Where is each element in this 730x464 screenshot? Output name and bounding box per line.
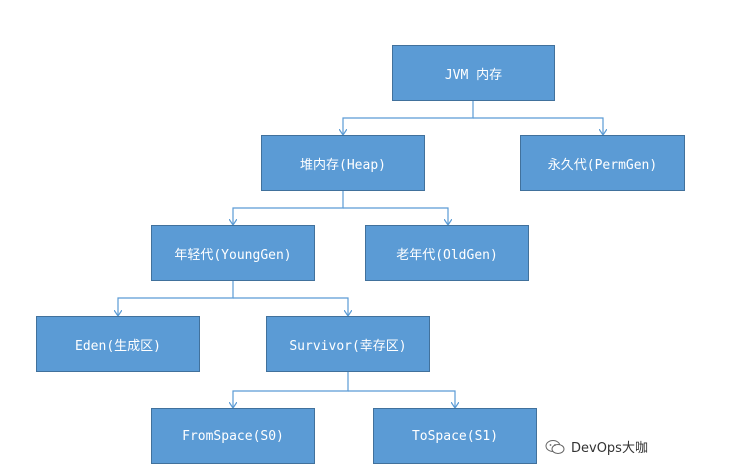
wechat-icon: [545, 439, 565, 454]
connector-jvm: [343, 100, 474, 135]
connector-young: [118, 280, 234, 316]
connector-survivor: [233, 372, 349, 408]
node-heap: 堆内存(Heap): [261, 135, 425, 191]
connector-heap: [233, 190, 344, 225]
connector-young-survivor: [233, 297, 348, 316]
node-eden: Eden(生成区): [36, 316, 200, 372]
connector-jvm-perm: [473, 117, 603, 135]
node-to-space: ToSpace(S1): [373, 408, 537, 464]
node-young-gen: 年轻代(YoungGen): [151, 225, 315, 281]
connector-survivor-to: [348, 390, 455, 408]
node-old-gen: 老年代(OldGen): [365, 225, 529, 281]
node-jvm-memory: JVM 内存: [392, 45, 555, 101]
node-survivor: Survivor(幸存区): [266, 316, 430, 372]
watermark: DevOps大咖: [545, 437, 648, 456]
connector-heap-old: [343, 207, 448, 225]
watermark-text: DevOps大咖: [571, 441, 648, 456]
connector-lines: [0, 100, 730, 453]
node-perm-gen: 永久代(PermGen): [520, 135, 685, 191]
node-from-space: FromSpace(S0): [151, 408, 315, 464]
